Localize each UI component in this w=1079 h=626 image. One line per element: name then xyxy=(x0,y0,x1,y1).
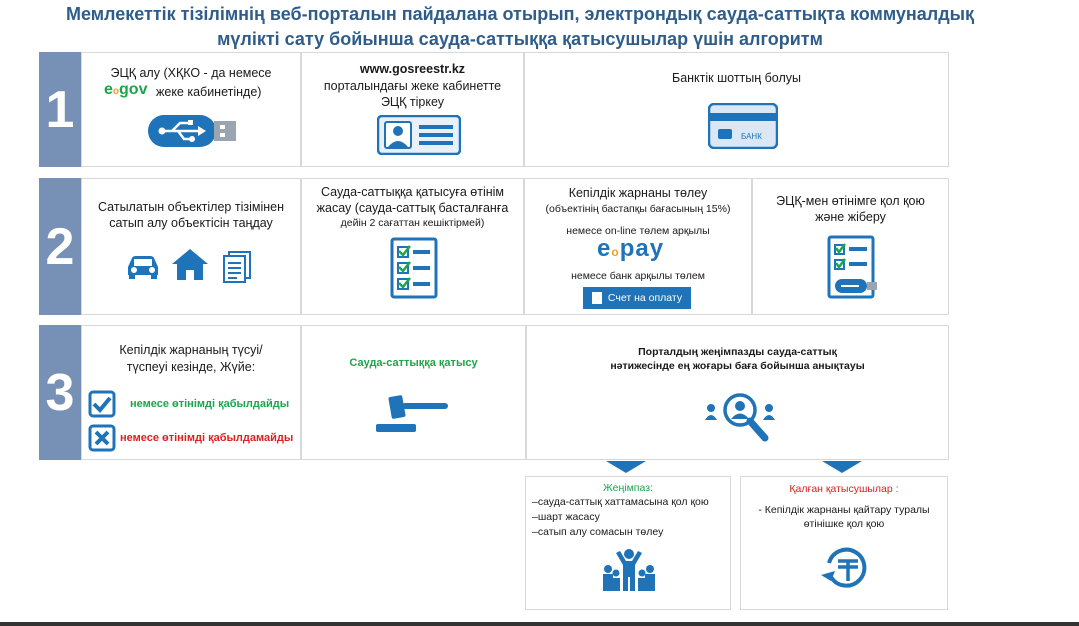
step1-box-register-signature: www.gosreestr.kz порталындағы жеке кабин… xyxy=(301,52,524,167)
step3-box1-line1: Кепілдік жарнаның түсуі/ xyxy=(119,343,263,357)
step1-box2-line3: ЭЦҚ тіркеу xyxy=(380,95,445,109)
step1-box2-line1: www.gosreestr.kz xyxy=(359,62,466,76)
checklist-icon xyxy=(390,237,438,299)
refund-icon xyxy=(821,547,867,588)
step2-box-choose-object: Сатылатын объектілер тізімінен сатып алу… xyxy=(81,178,301,315)
title-line-2: мүлікті сату бойынша сауда-саттыққа қаты… xyxy=(217,29,823,49)
step2-box1-line2: сатып алу объектісін таңдау xyxy=(109,216,273,230)
winner-item: –сатып алу сомасын төлеу xyxy=(532,526,664,538)
step2-box4-line2: және жіберу xyxy=(815,210,886,224)
invoice-button[interactable]: Счет на оплату xyxy=(583,287,691,309)
car-icon xyxy=(128,256,158,279)
search-people-icon xyxy=(705,393,775,442)
step-number-1: 1 xyxy=(39,52,81,167)
winner-list: –сауда-саттық хаттамасына қол қою –шарт … xyxy=(532,495,709,540)
step1-box-get-signature: ЭЦҚ алу (ХҚКО - да немесе eogov жеке каб… xyxy=(81,52,301,167)
checkbox-checked-icon xyxy=(88,390,116,418)
step1-box3-line1: Банктік шоттың болуы xyxy=(672,71,801,85)
step1-box-bank-account: Банктік шоттың болуы БАНК xyxy=(524,52,949,167)
bank-card-label: БАНК xyxy=(741,132,762,141)
checklist-usb-icon xyxy=(827,235,877,299)
bottom-divider xyxy=(0,622,1079,626)
step2-box-submit-application: Сауда-саттыққа қатысуға өтінім жасау (са… xyxy=(301,178,524,315)
title-line-1: Мемлекеттік тізілімнің веб-порталын пайд… xyxy=(65,4,975,24)
step-number-2: 2 xyxy=(39,178,81,315)
step2-box4-line1: ЭЦҚ-мен өтінімге қол қою xyxy=(776,194,925,208)
step3-box1-line2: түспеуі кезінде, Жүйе: xyxy=(126,360,256,374)
usb-key-icon xyxy=(148,115,236,147)
others-box: Қалған қатысушылар : - Кепілдік жарнаны … xyxy=(740,476,948,610)
reject-text: немесе өтінімді қабылдамайды xyxy=(120,432,294,444)
step2-box3-line1: Кепілдік жарнаны төлеу xyxy=(568,186,708,200)
crowd-icon xyxy=(603,549,655,591)
step2-box2-line3: дейін 2 сағаттан кешіктірмей) xyxy=(340,217,485,229)
step2-box-guarantee-payment: Кепілдік жарнаны төлеу (объектінің баста… xyxy=(524,178,752,315)
house-icon xyxy=(172,249,208,280)
others-line1: - Кепілдік жарнаны қайтару туралы xyxy=(758,504,930,516)
bank-card-icon: БАНК xyxy=(708,103,778,149)
page-title: Мемлекеттік тізілімнің веб-порталын пайд… xyxy=(0,2,1040,52)
invoice-icon xyxy=(591,292,602,305)
step3-box-system-decision: Кепілдік жарнаның түсуі/ түспеуі кезінде… xyxy=(81,325,301,460)
winner-item: –сауда-саттық хаттамасына қол қою xyxy=(532,496,709,508)
id-card-icon xyxy=(377,115,461,155)
step3-box-participate: Сауда-саттыққа қатысу xyxy=(301,325,526,460)
step1-box1-line2: жеке кабинетінде) xyxy=(156,85,262,99)
step2-box3-line2: (объектінің бастапқы бағасының 15%) xyxy=(545,203,731,215)
others-heading: Қалған қатысушылар : xyxy=(789,483,899,495)
epay-logo: eopay xyxy=(597,235,665,262)
egov-logo: eogov xyxy=(104,81,148,98)
step2-box1-line1: Сатылатын объектілер тізімінен xyxy=(98,200,284,214)
down-arrow-winner xyxy=(606,461,646,473)
step2-box-sign-and-send: ЭЦҚ-мен өтінімге қол қою және жіберу xyxy=(752,178,949,315)
documents-icon xyxy=(223,251,251,283)
invoice-button-label: Счет на оплату xyxy=(607,292,683,304)
winner-heading: Жеңімпаз: xyxy=(603,482,653,494)
step3-box2-line1: Сауда-саттыққа қатысу xyxy=(349,357,478,369)
step-number-3: 3 xyxy=(39,325,81,460)
accept-text: немесе өтінімді қабылдайды xyxy=(130,398,290,410)
gavel-icon xyxy=(376,395,448,432)
step3-box3-line1: Порталдың жеңімпазды сауда-саттық xyxy=(638,346,837,358)
down-arrow-others xyxy=(822,461,862,473)
checkbox-crossed-icon xyxy=(88,424,116,452)
step3-box-determine-winner: Порталдың жеңімпазды сауда-саттық нәтиже… xyxy=(526,325,949,460)
step1-box2-line2: порталындағы жеке кабинетте xyxy=(323,79,502,93)
step2-box2-line1: Сауда-саттыққа қатысуға өтінім xyxy=(320,185,504,199)
step2-box3-line4: немесе банк арқылы төлем xyxy=(571,270,705,282)
step2-box3-line3: немесе on-line төлем арқылы xyxy=(566,225,710,237)
winner-item: –шарт жасасу xyxy=(532,511,600,523)
step3-box3-line2: нәтижесінде ең жоғары баға бойынша анықт… xyxy=(610,360,865,372)
step2-box2-line2: жасау (сауда-саттық басталғанға xyxy=(316,201,509,215)
step1-box1-line1: ЭЦҚ алу (ХҚКО - да немесе xyxy=(110,66,272,80)
winner-box: Жеңімпаз: –сауда-саттық хаттамасына қол … xyxy=(525,476,731,610)
others-line2: өтінішке қол қою xyxy=(803,518,885,530)
